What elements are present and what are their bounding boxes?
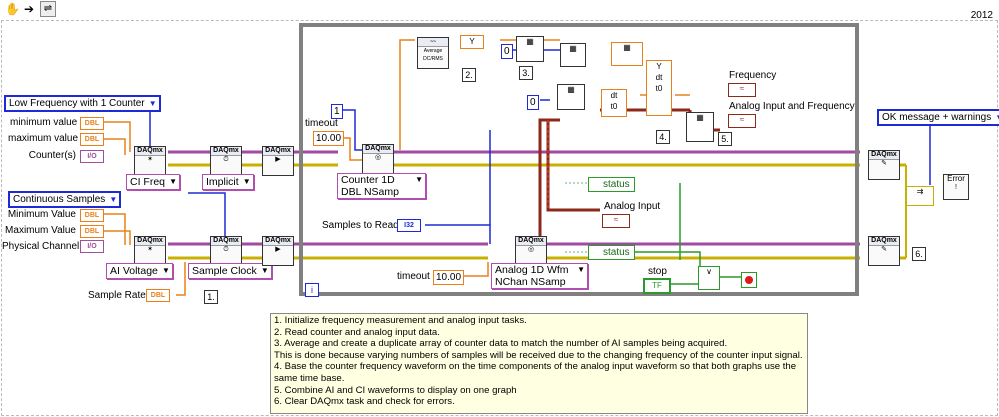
physical-channel-terminal[interactable]: I/O [80, 240, 104, 253]
simple-error-handler-vi[interactable]: Error! [943, 174, 969, 200]
analog-input-freq-label: Analog Input and Frequency [729, 101, 855, 112]
zero-constant-b[interactable]: 0 [527, 95, 539, 110]
min-value-terminal[interactable]: DBL [80, 209, 104, 222]
while-loop-frame[interactable] [299, 23, 859, 296]
ai-voltage-ring[interactable]: AI Voltage▼ [106, 263, 173, 279]
analog-read-ring[interactable]: Analog 1D Wfm NChan NSamp▼ [491, 263, 588, 289]
error-handler-select[interactable]: OK message + warnings▼ [877, 109, 999, 126]
analog-input-freq-indicator: ≈ [728, 114, 756, 128]
y-index-node[interactable]: Y [460, 35, 484, 49]
maximum-value-terminal[interactable]: DBL [80, 133, 104, 146]
clear-task-ci-vi[interactable]: DAQmx✎ [868, 150, 900, 180]
timing-ci-vi[interactable]: DAQmx⏱ [210, 146, 242, 176]
max-value-terminal[interactable]: DBL [80, 225, 104, 238]
build-array-node-c[interactable]: ▦ [686, 112, 714, 142]
build-array-node-b[interactable]: ▦ [557, 84, 585, 110]
timeout-top-constant[interactable]: 10.00 [313, 131, 345, 146]
chevron-down-icon: ▼ [161, 266, 170, 275]
status-bottom-indicator: status [588, 245, 635, 260]
timeout-bottom-constant[interactable]: 10.00 [433, 270, 465, 285]
measurement-mode-select[interactable]: Low Frequency with 1 Counter▼ [4, 95, 161, 112]
step-4-label: 4. [656, 130, 670, 144]
ci-freq-ring[interactable]: CI Freq▼ [126, 174, 181, 190]
frequency-label: Frequency [729, 70, 777, 81]
block-diagram-area [1, 20, 998, 416]
sample-rate-terminal[interactable]: DBL [146, 289, 170, 302]
timeout-top-label: timeout [305, 118, 338, 129]
sample-mode-select[interactable]: Continuous Samples▼ [8, 191, 122, 208]
chevron-down-icon: ▼ [260, 266, 269, 275]
maximum-value-label: maximum value [8, 133, 79, 144]
samples-to-read-label: Samples to Read [322, 220, 399, 231]
average-dc-rms-vi[interactable]: ~~Average DC/RMS [417, 37, 449, 69]
int-wires [149, 49, 931, 244]
read-counter-vi[interactable]: DAQmx◎ [362, 144, 394, 174]
or-node[interactable]: ∨ [698, 266, 720, 290]
sample-clock-ring[interactable]: Sample Clock▼ [188, 263, 272, 279]
create-channel-ai-vi[interactable]: DAQmx✶ [134, 236, 166, 266]
loop-iteration-terminal: i [305, 283, 319, 297]
samples-to-read-terminal[interactable]: I32 [397, 219, 421, 232]
stop-label: stop [648, 266, 667, 277]
create-channel-ci-vi[interactable]: DAQmx✶ [134, 146, 166, 176]
counter-read-ring[interactable]: Counter 1D DBL NSamp▼ [337, 173, 426, 199]
min-value-label: Minimum Value [7, 209, 76, 220]
chevron-down-icon: ▼ [109, 195, 118, 204]
build-array-node-a[interactable]: ▦ [516, 36, 544, 62]
analog-input-label: Analog Input [604, 201, 661, 212]
max-value-label: Maximum Value [5, 225, 76, 236]
loop-condition-terminal[interactable] [741, 272, 757, 288]
minimum-value-label: minimum value [10, 117, 78, 128]
toolbar: ✋ ➔ ⇌ 2012 [0, 0, 999, 21]
step-2-label: 2. [462, 68, 476, 82]
implicit-ring[interactable]: Implicit▼ [202, 174, 254, 190]
timing-ai-vi[interactable]: DAQmx⏱ [210, 236, 242, 266]
initialize-array-node[interactable]: ▦ [560, 43, 586, 67]
status-top-indicator: status [588, 177, 635, 192]
timeout-bottom-label: timeout [397, 271, 430, 282]
analog-input-indicator: ≈ [602, 214, 630, 228]
step-6-label: 6. [912, 247, 926, 261]
error-wires [168, 163, 907, 260]
merge-errors-node[interactable]: ⇉ [906, 186, 934, 206]
hand-icon[interactable]: ✋ [5, 2, 20, 16]
wrap-icon[interactable]: ⇌ [40, 1, 56, 17]
chevron-down-icon: ▼ [242, 177, 251, 186]
chevron-down-icon: ▼ [148, 99, 157, 108]
clear-task-ai-vi[interactable]: DAQmx✎ [868, 236, 900, 266]
step-3-label: 3. [519, 66, 533, 80]
chevron-down-icon: ▼ [577, 265, 585, 274]
read-analog-vi[interactable]: DAQmx◎ [515, 236, 547, 266]
start-ai-vi[interactable]: DAQmx▶ [262, 236, 294, 266]
step-1-label: 1. [204, 290, 218, 304]
chevron-down-icon: ▼ [415, 175, 423, 184]
instructions-comment: 1. Initialize frequency measurement and … [270, 313, 808, 414]
bool-wires [630, 183, 741, 285]
sample-rate-label: Sample Rate [88, 290, 146, 301]
task-wires [168, 150, 860, 246]
version-label: 2012 [970, 10, 993, 21]
read-samples-constant[interactable]: 1 [331, 104, 343, 119]
stop-button-terminal[interactable]: TF [643, 278, 671, 294]
arrow-icon[interactable]: ➔ [23, 2, 35, 16]
start-ci-vi[interactable]: DAQmx▶ [262, 146, 294, 176]
waveform-bundle-node[interactable]: ▦ [611, 42, 643, 66]
frequency-indicator: ≈ [728, 83, 756, 97]
counters-label: Counter(s) [28, 150, 76, 161]
chevron-down-icon: ▼ [995, 111, 999, 124]
step-5-label: 5. [718, 132, 732, 146]
zero-constant-a[interactable]: 0 [501, 44, 513, 59]
physical-channel-label: Physical Channel [2, 241, 80, 252]
counters-terminal[interactable]: I/O [80, 150, 104, 163]
minimum-value-terminal[interactable]: DBL [80, 117, 104, 130]
chevron-down-icon: ▼ [169, 177, 178, 186]
